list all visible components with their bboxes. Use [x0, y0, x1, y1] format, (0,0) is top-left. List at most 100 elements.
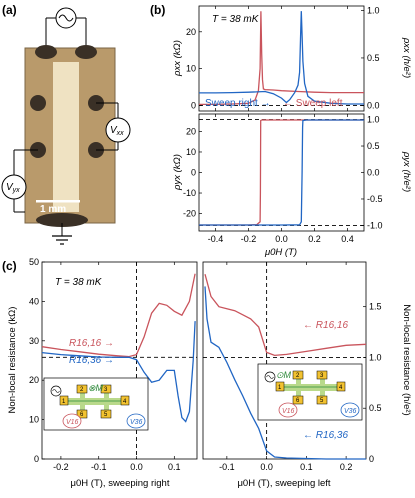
- x-tick-label: 0.0: [130, 462, 143, 472]
- x-tick-label: 0.4: [341, 234, 354, 244]
- y-tick-label: 0.0: [367, 100, 380, 110]
- svg-text:5: 5: [104, 412, 108, 418]
- panel-a: (a) 1 mm Vxx Vyx: [1, 3, 131, 245]
- b-bottom-ylabel-right: ρyx (h/e²): [401, 151, 412, 192]
- c-left-ylabel: Non-local resistance (kΩ): [7, 307, 18, 414]
- series-line-sweep-left: [199, 11, 364, 106]
- x-tick-label: 0.2: [340, 462, 353, 472]
- b-top-ylabel-right: ρxx (h/e²): [401, 37, 412, 78]
- y-tick-label: 20: [186, 27, 196, 37]
- c-right-ylabel: Non-local resistance (h/e²): [401, 304, 412, 415]
- b-bottom-ylabel: ρyx (kΩ): [172, 154, 183, 191]
- svg-text:6: 6: [80, 412, 84, 418]
- y-tick-label: 0: [369, 454, 374, 464]
- y-tick-label: 10: [186, 147, 196, 157]
- svg-text:2: 2: [80, 387, 84, 393]
- svg-text:2: 2: [296, 373, 300, 379]
- c-right-r1616-label: ← R16,16: [303, 320, 348, 331]
- y-tick-label: -20: [183, 209, 196, 219]
- y-tick-label: -0.5: [367, 194, 383, 204]
- svg-text:V16: V16: [66, 419, 79, 426]
- y-tick-label: -10: [183, 188, 196, 198]
- y-tick-label: 0.5: [367, 141, 380, 151]
- panel-b-label: (b): [150, 3, 165, 17]
- y-tick-label: 10: [29, 415, 39, 425]
- magnetization-out-icon: ⊙M: [276, 370, 292, 380]
- y-tick-label: 1.0: [367, 115, 380, 125]
- svg-text:1: 1: [62, 399, 66, 405]
- svg-text:3: 3: [104, 387, 108, 393]
- y-tick-label: 0.5: [369, 403, 382, 413]
- y-tick-label: 20: [29, 375, 39, 385]
- y-tick-label: 1.5: [369, 302, 382, 312]
- b-top-ylabel: ρxx (kΩ): [172, 40, 183, 77]
- x-tick-label: -0.2: [241, 234, 257, 244]
- panel-a-label: (a): [2, 3, 17, 17]
- scale-bar: [36, 200, 80, 203]
- vxx-label: Vxx: [110, 125, 124, 137]
- svg-text:3: 3: [320, 373, 324, 379]
- b-temperature: T = 38 mK: [212, 14, 260, 25]
- svg-text:V36: V36: [130, 419, 143, 426]
- x-tick-label: 0.0: [260, 462, 273, 472]
- x-tick-label: -0.2: [53, 462, 69, 472]
- contact-pad: [35, 45, 57, 59]
- y-tick-label: 1.0: [367, 5, 380, 15]
- contact-pad: [30, 95, 46, 111]
- series-line-sweep-right: [199, 11, 364, 105]
- c-right-r1636-label: ← R16,36: [303, 430, 348, 441]
- scale-bar-label: 1 mm: [40, 204, 66, 215]
- c-left-r1616-label: R16,16 →: [69, 338, 114, 349]
- y-tick-label: 0.0: [367, 168, 380, 178]
- y-tick-label: 40: [29, 296, 39, 306]
- magnetization-in-icon: ⊗M: [88, 383, 104, 393]
- panel-b: (b) 0 10 20 0.0 0.5 1.0 -20 -10 0 10 20 -1.0 -0.5 0.…: [150, 3, 412, 258]
- c-left-xlabel: μ0H (T), sweeping right: [71, 478, 170, 489]
- x-tick-label: -0.1: [219, 462, 235, 472]
- contact-pad: [36, 213, 88, 227]
- y-tick-label: 0: [191, 168, 196, 178]
- series-line-r16-16: [204, 274, 367, 357]
- c-left-r1636-label: R16,36 →: [69, 355, 114, 366]
- y-tick-label: 20: [186, 126, 196, 136]
- c-right-frame: [202, 261, 367, 460]
- y-tick-label: 30: [29, 336, 39, 346]
- contact-pad: [75, 45, 97, 59]
- svg-text:1: 1: [278, 385, 282, 391]
- sine-wave-icon: [58, 14, 74, 22]
- svg-text:6: 6: [296, 398, 300, 404]
- y-tick-label: 50: [29, 257, 39, 267]
- b-bottom-frame: [198, 113, 365, 232]
- sweep-right-label: Sweep right →: [205, 98, 271, 109]
- vxx-meter: [105, 117, 131, 143]
- x-tick-label: 0.0: [275, 234, 288, 244]
- series-line-r16-36: [204, 286, 366, 460]
- y-tick-label: 10: [186, 64, 196, 74]
- b-xlabel: μ0H (T): [264, 247, 297, 258]
- sweep-left-label: ← Sweep left: [283, 98, 343, 109]
- svg-text:4: 4: [339, 385, 343, 391]
- svg-text:V36: V36: [344, 408, 357, 415]
- y-tick-label: 0: [191, 100, 196, 110]
- panel-c-label: (c): [2, 259, 17, 273]
- c-temperature: T = 38 mK: [55, 277, 103, 288]
- vyx-label: Vyx: [6, 182, 20, 194]
- svg-text:5: 5: [320, 398, 324, 404]
- y-tick-label: -1.0: [367, 220, 383, 230]
- c-right-xlabel: μ0H (T), sweeping left: [237, 478, 330, 489]
- series-line-r16-16: [41, 273, 196, 358]
- x-tick-label: 0.1: [168, 462, 181, 472]
- series-line-r16-36: [41, 321, 196, 423]
- c-left-inset: 1 2 3 4 5 6 ⊗M V16 V36: [43, 377, 149, 431]
- x-tick-label: -0.4: [208, 234, 224, 244]
- y-tick-label: 1.0: [369, 352, 382, 362]
- hall-bar-channel: [53, 62, 79, 212]
- x-tick-label: -0.1: [91, 462, 107, 472]
- series-line-sweep-left: [199, 119, 364, 226]
- y-tick-label: 0.5: [367, 53, 380, 63]
- svg-text:V16: V16: [282, 408, 295, 415]
- c-right-inset: 1 2 3 4 5 6 ⊙M V16 V36: [257, 363, 363, 421]
- x-tick-label: 0.2: [308, 234, 321, 244]
